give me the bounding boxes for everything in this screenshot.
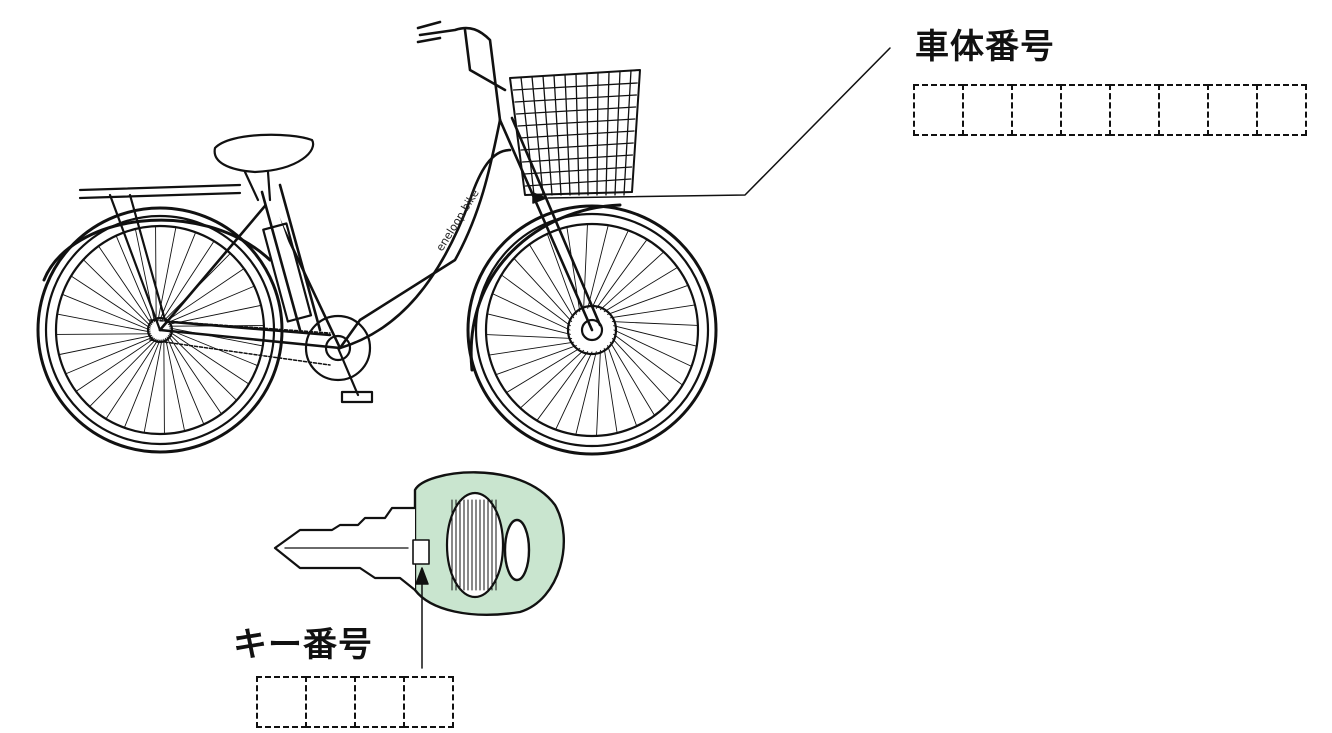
handlebar bbox=[416, 20, 507, 122]
key-number-digit-box bbox=[403, 676, 454, 728]
front-wheel bbox=[466, 204, 718, 456]
key-number-label: キー番号 bbox=[233, 625, 373, 665]
key-number-boxes bbox=[256, 676, 454, 728]
frame-number-digit-box bbox=[1256, 84, 1307, 136]
front-fender bbox=[469, 203, 622, 372]
front-basket bbox=[509, 69, 641, 196]
rear-rack bbox=[78, 183, 242, 332]
frame-number-digit-box bbox=[1060, 84, 1111, 136]
rear-fender bbox=[42, 218, 272, 282]
drivetrain bbox=[149, 314, 374, 404]
frame-number-boxes bbox=[913, 84, 1307, 136]
key-number-digit-box bbox=[305, 676, 356, 728]
key-number-digit-box bbox=[354, 676, 405, 728]
key-blade bbox=[273, 506, 417, 592]
frame-number-digit-box bbox=[1158, 84, 1209, 136]
battery bbox=[262, 222, 313, 323]
frame-number-pointer bbox=[532, 47, 891, 204]
frame-number-digit-box bbox=[1109, 84, 1160, 136]
frame-number-digit-box bbox=[962, 84, 1013, 136]
key-icon bbox=[273, 471, 565, 616]
frame-number-digit-box bbox=[913, 84, 964, 136]
frame-number-digit-box bbox=[1011, 84, 1062, 136]
frame-number-digit-box bbox=[1207, 84, 1258, 136]
key-number-digit-box bbox=[256, 676, 307, 728]
bike-frame bbox=[158, 116, 602, 350]
saddle bbox=[213, 133, 315, 202]
frame-number-label: 車体番号 bbox=[915, 27, 1055, 67]
key-number-pointer bbox=[415, 567, 429, 669]
